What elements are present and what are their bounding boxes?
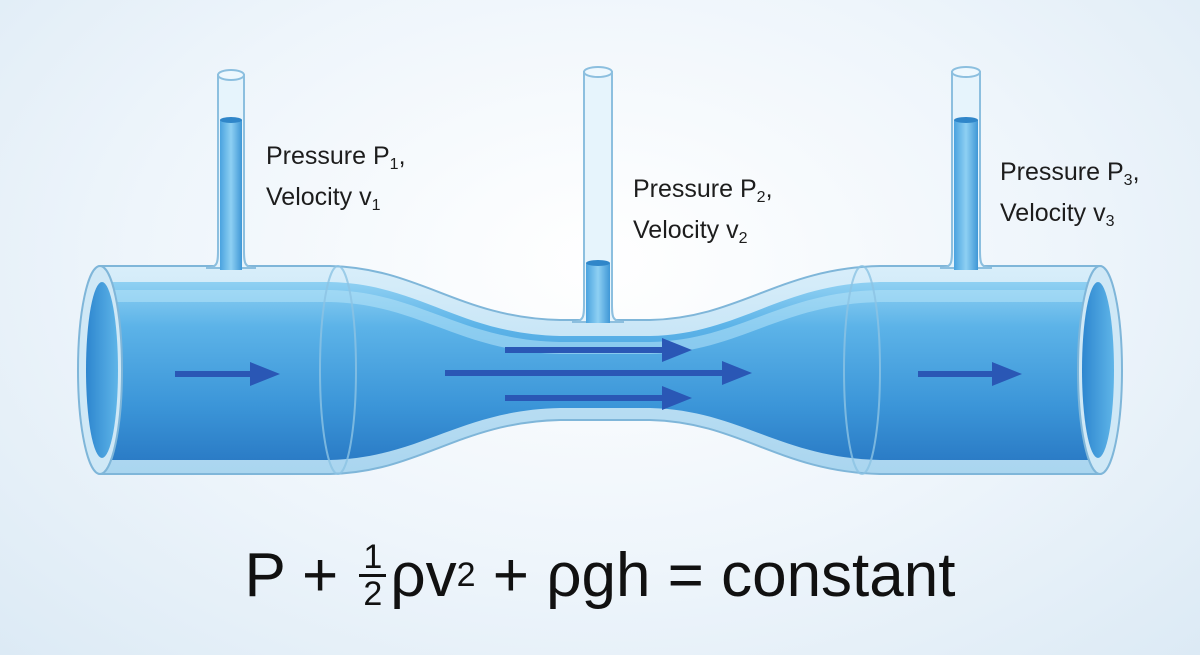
flow-arrow-inlet xyxy=(175,362,280,386)
pressure-subscript-1: 1 xyxy=(389,156,399,173)
velocity-label-1: Velocity v xyxy=(266,183,372,211)
fraction-numerator: 1 xyxy=(359,540,387,577)
standpipe-2 xyxy=(571,66,625,323)
label-section-3: Pressure P3, Velocity v3 xyxy=(1000,156,1140,238)
pressure-label-2: Pressure P xyxy=(633,175,757,203)
pressure-label-1: Pressure P xyxy=(266,142,390,170)
velocity-label-3: Velocity v xyxy=(1000,199,1106,227)
pressure-subscript-3: 3 xyxy=(1123,172,1133,189)
pressure-subscript-2: 2 xyxy=(756,189,766,206)
velocity-subscript-2: 2 xyxy=(738,230,748,247)
velocity-subscript-3: 3 xyxy=(1105,213,1115,230)
equation-rho-v: ρv xyxy=(390,540,457,610)
flow-arrow-throat-top xyxy=(505,338,692,362)
flow-arrow-throat-middle xyxy=(445,361,752,385)
pipe-inlet-water xyxy=(86,282,118,458)
bernoulli-equation: P + 1 2 ρv 2 + ρgh = constant xyxy=(0,525,1200,625)
equation-exponent: 2 xyxy=(456,555,476,594)
pipe-seam-left xyxy=(319,265,357,475)
velocity-subscript-1: 1 xyxy=(371,197,381,214)
label-section-2: Pressure P2, Velocity v2 xyxy=(633,173,773,255)
flow-arrow-outlet xyxy=(918,362,1022,386)
pipe-outlet-water xyxy=(1082,282,1114,458)
fraction-denominator: 2 xyxy=(363,574,383,613)
equation-rest: + ρgh = constant xyxy=(475,540,956,610)
pressure-label-3: Pressure P xyxy=(1000,158,1124,186)
equation-lhs-start: P + xyxy=(244,540,356,610)
flow-arrow-throat-bottom xyxy=(505,386,692,410)
comma-3: , xyxy=(1132,158,1140,186)
standpipe-3 xyxy=(939,66,993,270)
equation-fraction: 1 2 xyxy=(359,540,387,613)
comma-1: , xyxy=(398,142,406,170)
pipe-seam-right xyxy=(843,265,881,475)
comma-2: , xyxy=(765,175,773,203)
standpipe-1 xyxy=(205,69,257,270)
label-section-1: Pressure P1, Velocity v1 xyxy=(266,140,406,222)
velocity-label-2: Velocity v xyxy=(633,216,739,244)
water-highlight xyxy=(110,290,1090,354)
